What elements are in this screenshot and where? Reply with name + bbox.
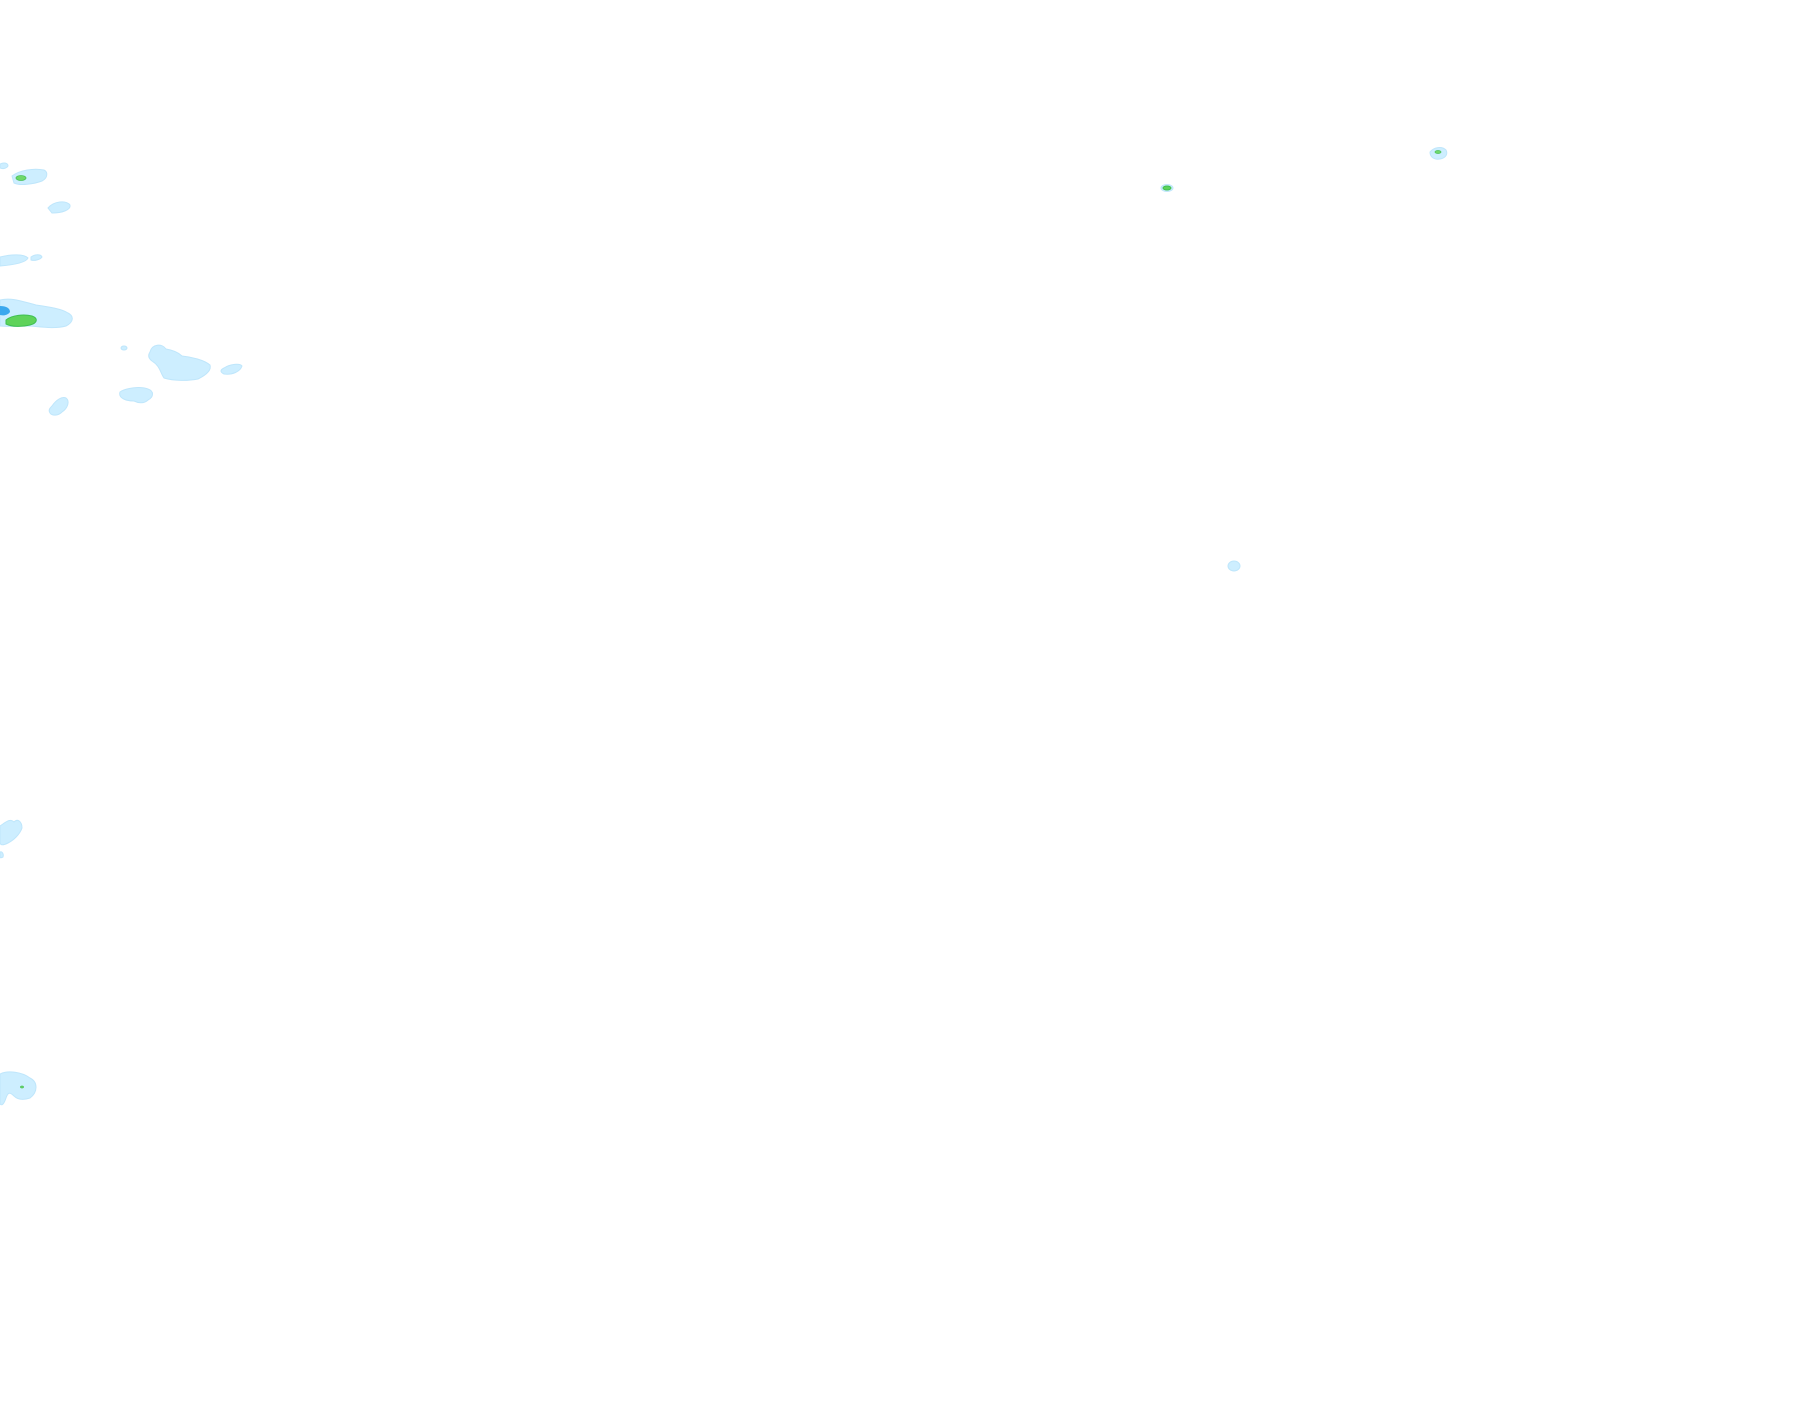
- precip-cell: [0, 162, 9, 170]
- precip-cell: [47, 201, 71, 214]
- precip-cell: [120, 345, 128, 351]
- precip-cell: [148, 344, 211, 381]
- precip-cell-heavy: [1160, 184, 1174, 192]
- precip-cell: [119, 387, 153, 404]
- precip-cell: [48, 397, 69, 416]
- precip-cell: [1429, 147, 1448, 160]
- precip-cell: [11, 168, 48, 185]
- precip-cell: [0, 254, 43, 267]
- precip-cell: [0, 819, 23, 859]
- precip-cell: [0, 1071, 37, 1106]
- precip-cell-heavy: [0, 298, 73, 329]
- precip-cell: [220, 363, 243, 375]
- precip-cell: [1227, 560, 1241, 572]
